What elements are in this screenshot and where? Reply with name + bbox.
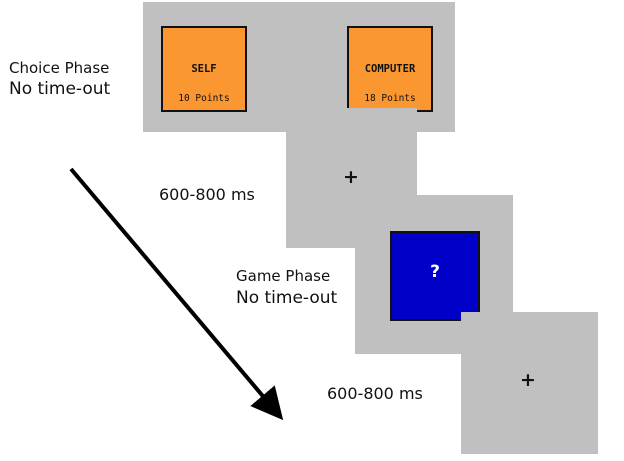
fixation-cross-2: + [520,369,536,391]
computer-option-label: COMPUTER [364,63,416,75]
game-stimulus-box[interactable]: ? [390,231,480,321]
computer-option-points: 18 Points [364,93,416,104]
fixation-1-duration: 600-800 ms [159,185,255,204]
choice-phase-title: Choice Phase [9,59,110,77]
fixation-screen-2: + [461,312,598,454]
game-phase-timeout: No time-out [236,288,338,308]
game-phase-title: Game Phase [236,267,331,285]
self-option-label: SELF [191,63,217,75]
computer-option-box[interactable]: COMPUTER 18 Points [347,26,433,112]
self-option-box[interactable]: SELF 10 Points [161,26,247,112]
fixation-2-duration: 600-800 ms [327,384,423,403]
fixation-cross-1: + [343,166,359,188]
choice-phase-timeout: No time-out [9,79,111,99]
self-option-points: 10 Points [178,93,230,104]
question-mark: ? [430,262,440,282]
choice-phase-screen: SELF 10 Points COMPUTER 18 Points [143,2,455,132]
